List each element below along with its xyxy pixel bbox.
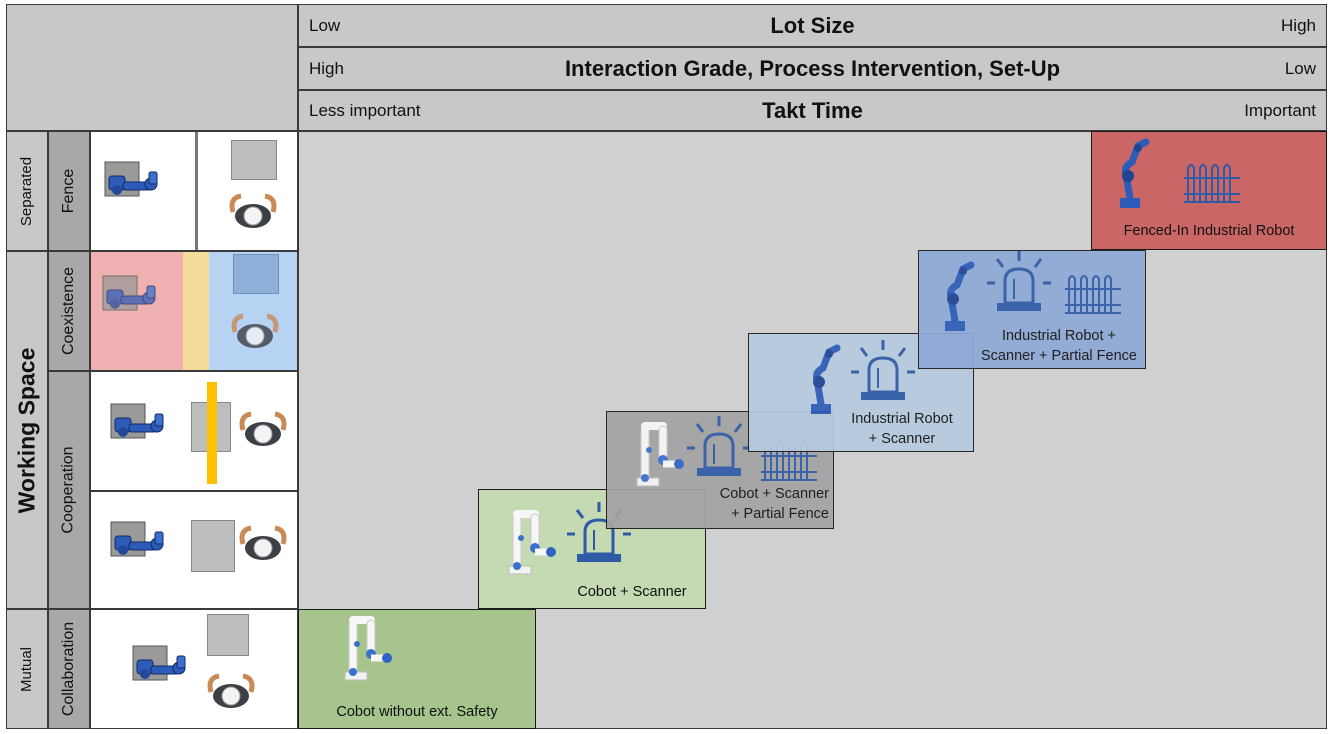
stage-label-industrial-robot-scanner: Industrial Robot + Scanner bbox=[835, 409, 969, 449]
scanner-beacon-icon bbox=[985, 249, 1053, 313]
stage-fenced-in-industrial-robot: Fenced-In Industrial Robot bbox=[1091, 131, 1327, 250]
lot-size-low-label: Low bbox=[309, 15, 341, 35]
axis-title-working-space: Working Space bbox=[6, 251, 48, 609]
buffer-zone bbox=[183, 252, 209, 370]
worker-icon bbox=[253, 216, 254, 217]
level-fence-label: Fence bbox=[60, 168, 77, 214]
stage-label-line: Industrial Robot + bbox=[1001, 328, 1117, 344]
level-fence: Fence bbox=[48, 131, 90, 251]
industrial-robot-icon bbox=[1116, 138, 1156, 214]
fence-icon bbox=[1183, 164, 1241, 203]
robot-cell-icon bbox=[132, 645, 186, 681]
stage-label-line: Industrial Robot bbox=[851, 411, 953, 427]
fence-scene bbox=[90, 131, 298, 251]
axis-end-mutual-label: Mutual bbox=[18, 646, 36, 692]
stage-label-industrial-robot-scanner-partial-fence: Industrial Robot + Scanner + Partial Fen… bbox=[975, 326, 1143, 366]
worker-icon bbox=[263, 548, 264, 549]
workpiece-table-icon bbox=[207, 614, 249, 656]
robot-cell-icon bbox=[110, 521, 164, 557]
stage-cobot-scanner-partial-fence: Cobot + Scanner + Partial Fence bbox=[606, 411, 834, 529]
cobot-icon bbox=[345, 614, 405, 684]
header-row-interaction-grade: High Interaction Grade, Process Interven… bbox=[298, 47, 1327, 90]
worker-icon bbox=[255, 336, 256, 337]
stage-cobot-without-safety: Cobot without ext. Safety bbox=[298, 609, 536, 729]
light-barrier-icon bbox=[207, 382, 217, 484]
corner-blank bbox=[6, 4, 298, 131]
takt-time-important-label: Important bbox=[1244, 100, 1316, 120]
scanner-beacon-icon bbox=[565, 500, 633, 564]
stage-label-line: + Partial Fence bbox=[731, 506, 829, 522]
header-row-lot-size: Low Lot Size High bbox=[298, 4, 1327, 47]
cobot-icon bbox=[509, 508, 569, 578]
stage-label-line: Fenced-In Industrial Robot bbox=[1123, 223, 1295, 239]
stage-label-fenced-in-industrial-robot: Fenced-In Industrial Robot bbox=[1092, 221, 1326, 241]
header-row-takt-time: Less important Takt Time Important bbox=[298, 90, 1327, 131]
fence-icon bbox=[760, 442, 818, 481]
stage-label-line: Cobot without ext. Safety bbox=[336, 704, 498, 720]
workpiece-table-icon bbox=[231, 140, 277, 180]
robot-cell-icon bbox=[104, 161, 158, 197]
lot-size-high-label: High bbox=[1281, 15, 1316, 35]
stage-label-line: Scanner + Partial Fence bbox=[981, 348, 1137, 364]
axis-title-label: Working Space bbox=[13, 347, 40, 513]
stage-label-cobot-scanner-partial-fence: Cobot + Scanner + Partial Fence bbox=[703, 484, 829, 524]
stage-label-line: Cobot + Scanner bbox=[719, 486, 829, 502]
level-cooperation-label: Cooperation bbox=[60, 446, 78, 534]
workpiece-table-icon bbox=[191, 520, 235, 572]
coexistence-scene bbox=[90, 251, 298, 371]
collaboration-scene bbox=[90, 609, 298, 729]
stage-label-cobot-without-safety: Cobot without ext. Safety bbox=[299, 702, 535, 722]
robot-cell-icon bbox=[110, 403, 164, 439]
robot-zone bbox=[91, 252, 183, 370]
cooperation-scene-barrier bbox=[90, 371, 298, 491]
cooperation-scene-shared bbox=[90, 491, 298, 609]
worker-icon bbox=[231, 696, 232, 697]
stage-label-line: Cobot + Scanner bbox=[577, 584, 687, 600]
takt-time-less-important-label: Less important bbox=[309, 100, 421, 120]
robot-cell-icon bbox=[102, 275, 156, 311]
level-collaboration: Collaboration bbox=[48, 609, 90, 729]
workpiece-table-icon bbox=[233, 254, 279, 294]
cobot-icon bbox=[637, 420, 697, 490]
scanner-beacon-icon bbox=[685, 414, 753, 478]
axis-end-separated-label: Separated bbox=[18, 156, 36, 226]
level-collaboration-label: Collaboration bbox=[60, 621, 77, 717]
level-cooperation: Cooperation bbox=[48, 371, 90, 609]
takt-time-title: Takt Time bbox=[762, 97, 863, 123]
axis-end-separated: Separated bbox=[6, 131, 48, 251]
fence-divider bbox=[195, 132, 198, 250]
interaction-grade-title: Interaction Grade, Process Intervention,… bbox=[564, 55, 1061, 81]
axis-end-mutual: Mutual bbox=[6, 609, 48, 729]
stage-label-cobot-scanner: Cobot + Scanner bbox=[569, 582, 695, 602]
lot-size-title: Lot Size bbox=[770, 12, 855, 38]
worker-icon bbox=[263, 434, 264, 435]
scanner-beacon-icon bbox=[849, 338, 917, 402]
stage-label-line: + Scanner bbox=[868, 431, 936, 447]
level-coexistence: Coexistence bbox=[48, 251, 90, 371]
interaction-grade-high-label: High bbox=[309, 58, 344, 78]
level-coexistence-label: Coexistence bbox=[60, 266, 78, 356]
fence-icon bbox=[1064, 275, 1122, 314]
interaction-grade-low-label: Low bbox=[1284, 58, 1316, 78]
stage-industrial-robot-scanner-partial-fence: Industrial Robot + Scanner + Partial Fen… bbox=[918, 249, 1146, 369]
